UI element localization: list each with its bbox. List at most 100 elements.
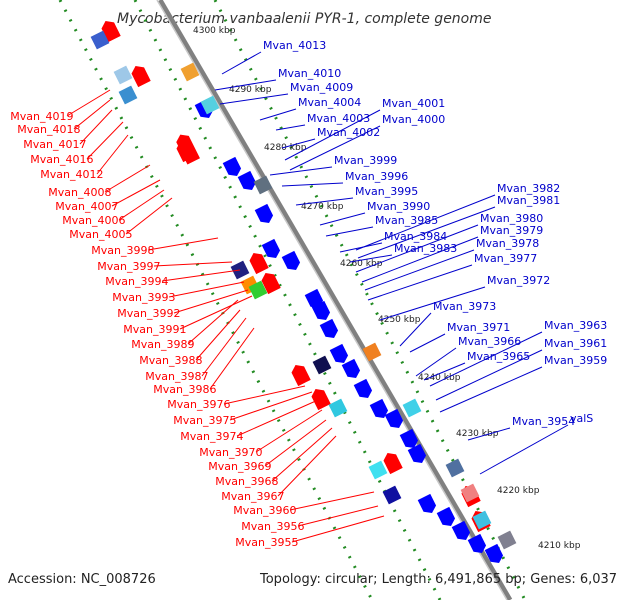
- reverse-gene-label: Mvan_4005: [69, 228, 132, 241]
- label-leader: [271, 427, 333, 482]
- forward-gene-label: Mvan_4001: [382, 97, 445, 110]
- reverse-gene-label: Mvan_4017: [23, 138, 86, 151]
- label-leader: [355, 224, 479, 273]
- reverse-gene-label: Mvan_3988: [139, 354, 202, 367]
- forward-gene-label: Mvan_3979: [480, 224, 543, 237]
- forward-gene: [311, 300, 331, 321]
- label-leader: [281, 138, 316, 149]
- label-leader: [467, 427, 511, 441]
- reverse-gene-label: Mvan_3993: [112, 291, 175, 304]
- reverse-gene-label: Mvan_3992: [117, 307, 180, 320]
- label-leader: [399, 312, 432, 347]
- genome-map: Mycobacterium vanbaalenii PYR-1, complet…: [10, 0, 607, 600]
- label-leader: [96, 134, 129, 175]
- kbp-tick-label: 4220 kbp: [497, 486, 540, 496]
- genome-backbone: [157, 0, 513, 600]
- forward-gene-label: Mvan_3963: [544, 319, 607, 332]
- category-box: [90, 30, 110, 50]
- label-leader: [319, 212, 366, 226]
- forward-gene-label: Mvan_3971: [447, 321, 510, 334]
- label-leader: [147, 237, 219, 251]
- forward-gene-label: Mvan_3961: [544, 337, 607, 350]
- forward-gene: [261, 238, 281, 259]
- reverse-gene-label: Mvan_3974: [180, 430, 243, 443]
- label-leader: [364, 249, 475, 291]
- category-box: [382, 485, 402, 505]
- forward-gene-label: Mvan_3972: [487, 274, 550, 287]
- reverse-gene-label: Mvan_3975: [173, 414, 236, 427]
- label-leader: [297, 505, 379, 527]
- label-leader: [289, 125, 381, 171]
- reverse-gene-label: Mvan_4008: [48, 186, 111, 199]
- label-leader: [79, 109, 113, 145]
- forward-gene-label: Mvan_3995: [355, 185, 418, 198]
- label-leader: [264, 419, 327, 467]
- kbp-tick-label: 4230 kbp: [456, 429, 499, 439]
- forward-gene: [304, 288, 324, 309]
- forward-gene: [399, 428, 419, 449]
- category-box: [253, 175, 273, 195]
- reverse-gene-label: Mvan_4006: [62, 214, 125, 227]
- label-leader: [284, 109, 381, 161]
- reverse-gene-label: Mvan_3994: [105, 275, 168, 288]
- reverse-gene-label: Mvan_3955: [235, 536, 298, 549]
- label-leader: [161, 269, 241, 282]
- forward-gene-label: Mvan_3990: [367, 200, 430, 213]
- label-leader: [229, 391, 313, 421]
- reverse-gene: [261, 273, 281, 295]
- label-leader: [236, 399, 319, 437]
- label-leader: [86, 121, 124, 160]
- label-leader: [275, 124, 306, 131]
- reverse-gene-label: Mvan_3998: [91, 244, 154, 257]
- label-leader: [104, 164, 151, 193]
- label-leader: [357, 206, 496, 259]
- label-leader: [361, 236, 479, 283]
- forward-gene-label: Mvan_3981: [497, 194, 560, 207]
- reverse-gene-label: Mvan_3989: [131, 338, 194, 351]
- reverse-gene-label: Mvan_3969: [208, 460, 271, 473]
- kbp-tick-label: 4250 kbp: [378, 315, 421, 325]
- forward-gene-label: Mvan_3985: [375, 214, 438, 227]
- category-box: [200, 95, 220, 115]
- forward-gene-label: Mvan_3999: [334, 154, 397, 167]
- label-leader: [219, 93, 289, 105]
- forward-gene: [467, 533, 487, 554]
- label-leader: [349, 254, 393, 263]
- label-leader: [73, 99, 111, 130]
- forward-gene-label: Mvan_4003: [307, 112, 370, 125]
- kbp-tick-label: 4290 kbp: [229, 85, 272, 95]
- label-leader: [221, 51, 262, 75]
- reverse-gene-label: Mvan_4016: [30, 153, 93, 166]
- forward-gene-label: Mvan_3977: [474, 252, 537, 265]
- forward-gene-label: Mvan_4009: [290, 81, 353, 94]
- reverse-gene: [176, 134, 200, 165]
- reverse-gene: [383, 453, 403, 475]
- label-leader: [339, 242, 383, 253]
- forward-gene: [353, 378, 373, 399]
- category-box: [472, 510, 492, 530]
- forward-gene-label: Mvan_3996: [345, 170, 408, 183]
- label-leader: [379, 286, 486, 321]
- forward-gene-label: Mvan_3966: [458, 335, 521, 348]
- forward-gene-label: Mvan_3954: [512, 415, 575, 428]
- reverse-gene-label: Mvan_4018: [17, 123, 80, 136]
- topology-text: Topology: circular; Length: 6,491,865 bp…: [260, 572, 617, 587]
- category-box: [497, 530, 517, 550]
- label-leaders: [66, 51, 569, 543]
- forward-gene: [329, 343, 349, 364]
- label-leader: [255, 409, 323, 453]
- reverse-gene-label: Mvan_3997: [97, 260, 160, 273]
- kbp-tick-label: 4270 kbp: [301, 202, 344, 212]
- label-leader: [179, 295, 253, 330]
- forward-gene-label: Mvan_4002: [317, 126, 380, 139]
- reverse-gene-label: Mvan_3970: [199, 446, 262, 459]
- forward-gene-label: Mvan_3978: [476, 237, 539, 250]
- forward-gene: [484, 543, 504, 564]
- label-leader: [415, 347, 457, 377]
- forward-gene-label: Mvan_3965: [467, 350, 530, 363]
- label-leader: [214, 79, 277, 91]
- label-leader: [125, 197, 173, 235]
- forward-gene-label: valS: [570, 412, 593, 425]
